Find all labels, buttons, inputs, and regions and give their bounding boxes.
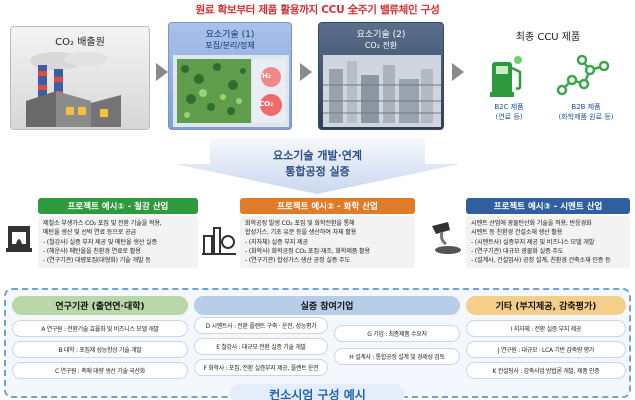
group-item: E 철강사 : 대규모 전환 실증 기술 개발: [194, 338, 328, 355]
example-steel-title: 프로젝트 예시① - 철강 산업: [38, 198, 198, 214]
group-item: A 연구원 : 전환기술 효율화 및 비즈니스 모델 개발: [12, 320, 188, 337]
flow-arrow: [156, 63, 168, 81]
group-item: B 대학 : 포집제 성능향상 기술 개발: [12, 341, 188, 358]
example-line: - (설계사, 건설업사) 공정 설계, 친환경 건축소재 인증 등: [471, 257, 611, 265]
group-item: D 시멘트사 : 전환 플랜트 구축 · 운전, 성능평가: [194, 317, 328, 334]
group-item: G 기업 : 최종제품 수요처: [334, 325, 460, 342]
example-line: - (지자체) 실증 부지 제공: [245, 238, 308, 246]
cement-pour-icon: [432, 222, 461, 254]
factory-icon: [26, 52, 121, 127]
example-line: 합성가스, 기초 유분 등을 생산하여 자체 활용: [245, 229, 357, 237]
capture-membrane-icon: [177, 59, 285, 123]
stage-emission-label: CO₂ 배출원: [55, 37, 105, 48]
group-item: F 화학사 : 포집, 전환 실증부지 제공, 플랜트 운전: [194, 359, 328, 376]
example-line: - (철강사) 실증 부지 제공 및 메탄올 생산 실증: [43, 238, 157, 246]
capture-image: H₂ CO₂: [173, 55, 289, 127]
example-cement-body: 시멘트 산업에 광물탄산화 기술을 적용, 반응경화 시멘트 등 친환경 건설소…: [466, 216, 630, 269]
example-steel-body: 제철소 부생가스 CO₂ 포집 및 전환 기술을 적용, 메탄올 생산 및 선박…: [38, 216, 198, 269]
group-research: 연구기관 (출연연·대학) A 연구원 : 전환기술 효율화 및 비즈니스 모델…: [12, 296, 188, 379]
group-item: I 지자체 : 전환 실증 부지 제공: [466, 320, 626, 337]
group-research-title: 연구기관 (출연연·대학): [12, 296, 188, 315]
stage-conversion-label: 요소기술 (2): [356, 30, 406, 40]
example-line: - (연구기관) 합성가스 생산 공정 실증 주도: [245, 257, 350, 265]
chemical-plant-icon: [323, 55, 441, 127]
group-item: H 설계사 : 통합공정 설계 및 경제성 검토: [334, 348, 460, 365]
example-line: 제철소 부생가스 CO₂ 포집 및 전환 기술을 적용,: [43, 220, 162, 227]
b2b-sub: (화학제품 원료 등): [558, 113, 614, 121]
example-line: 메탄올 생산 및 선박 연료 등으로 공급: [43, 229, 136, 237]
molecule-icon: [556, 54, 610, 96]
steel-furnace-icon: [6, 226, 32, 252]
example-line: - (연구기관) 대량포집(대형화) 기술 개발 등: [43, 257, 151, 265]
group-item: C 연구원 : 촉매 대량 생산 기술 국산화: [12, 362, 188, 379]
stage-conversion-sub: CO₂ 전환: [364, 41, 398, 50]
banner-line1: 요소기술 개발·연계: [273, 149, 362, 162]
stage-final-label: 최종 CCU 제품: [515, 32, 581, 43]
chemical-factory-icon: [202, 227, 236, 255]
integration-chevron: [175, 138, 460, 194]
stage-capture: 요소기술 (1) 포집/분리/정제 H₂ CO₂: [168, 22, 292, 130]
top-title: 원료 확보부터 제품 활용까지 CCU 全주기 밸류체인 구성: [195, 4, 440, 16]
b2c-sub: (연료 등): [495, 113, 523, 121]
example-line: - (화학사) 화학공정 CO₂ 포집·재조, 화학제품 활용: [245, 247, 371, 255]
example-line: - (시멘트사) 실증부지 제공 및 비즈니스 모델 개발: [471, 238, 595, 246]
example-chemical-body: 화학공정 발생 CO₂ 포집 및 화학전환을 통해 합성가스, 기초 유분 등을…: [240, 216, 415, 269]
example-line: 화학공정 발생 CO₂ 포집 및 화학전환을 통해: [245, 220, 355, 227]
group-item: J 연구원 : 대규모 · LCA 기반 감축량 평가: [466, 341, 626, 358]
example-line: 시멘트 산업에 광물탄산화 기술을 적용, 반응경화: [471, 220, 592, 227]
group-companies: 실증 참여기업: [194, 296, 460, 315]
banner-line2: 통합공정 실증: [285, 165, 350, 178]
b2c-label: B2C 제품: [494, 103, 524, 111]
fuel-pump-icon: [490, 56, 522, 97]
example-steel: 프로젝트 예시① - 철강 산업 제철소 부생가스 CO₂ 포집 및 전환 기술…: [38, 198, 198, 269]
stage-conversion: 요소기술 (2) CO₂ 전환: [318, 22, 444, 130]
group-item: K 컨설팅사 : 감축사업 방법론 개발, 제품 인증: [466, 362, 626, 379]
stage-emission-source: CO₂ 배출원: [10, 26, 150, 130]
example-cement-title: 프로젝트 예시③ - 시멘트 산업: [466, 198, 630, 214]
example-line: - (연구기관) 대규모 광물화 실증 주도: [471, 247, 564, 255]
group-others: 기타 (부지제공, 감축평가) I 지자체 : 전환 실증 부지 제공 J 연구…: [466, 296, 626, 379]
example-cement: 프로젝트 예시③ - 시멘트 산업 시멘트 산업에 광물탄산화 기술을 적용, …: [466, 198, 630, 269]
group-companies-col1: D 시멘트사 : 전환 플랜트 구축 · 운전, 성능평가 E 철강사 : 대규…: [194, 317, 328, 376]
example-line: - (해운사) 메탄올을 친환경 연료로 활용: [43, 247, 141, 255]
co2-label: CO₂: [259, 100, 274, 108]
flow-arrow: [452, 63, 464, 81]
b2b-label: B2B 제품: [571, 103, 601, 111]
group-companies-title: 실증 참여기업: [194, 296, 460, 315]
stage-final-products: 최종 CCU 제품 B2C 제품 (연료 등) B2B 제품 (화학제품 원료 …: [468, 22, 628, 134]
consortium-footer-title: 컨소시엄 구성 예시: [230, 384, 405, 400]
group-others-title: 기타 (부지제공, 감축평가): [466, 296, 626, 315]
h2-label: H₂: [262, 72, 271, 80]
example-chemical-title: 프로젝트 예시② - 화학 산업: [240, 198, 415, 214]
example-chemical: 프로젝트 예시② - 화학 산업 화학공정 발생 CO₂ 포집 및 화학전환을 …: [240, 198, 415, 269]
flow-arrow: [300, 63, 312, 81]
stage-capture-sub: 포집/분리/정제: [205, 41, 255, 50]
group-companies-col2: G 기업 : 최종제품 수요처 H 설계사 : 통합공정 설계 및 경제성 검토: [334, 325, 460, 365]
example-line: 시멘트 등 친환경 건설소재 생산 활용: [471, 229, 563, 237]
stage-capture-label: 요소기술 (1): [205, 30, 255, 40]
